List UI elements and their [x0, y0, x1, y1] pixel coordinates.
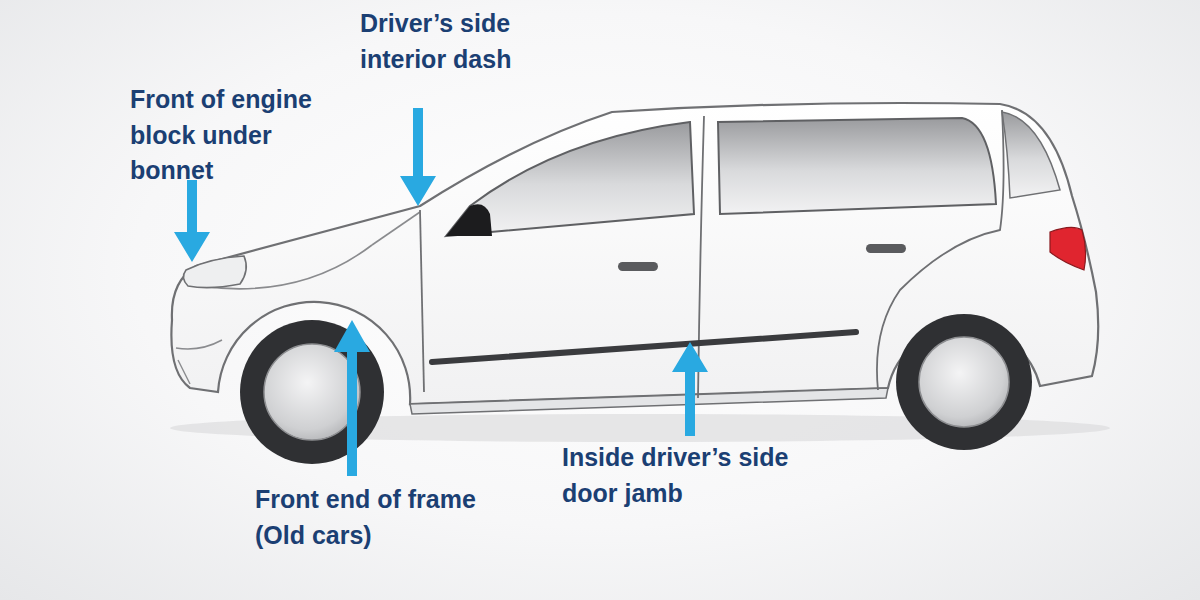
- pointer-arrow: [174, 180, 210, 262]
- b-pillar-line: [698, 116, 704, 398]
- door-handle: [866, 244, 906, 253]
- pointer-arrow: [400, 108, 436, 206]
- rear-tyre: [896, 314, 1032, 450]
- front-rim: [264, 344, 360, 440]
- rear-window: [718, 118, 996, 214]
- callout-label: Front end of frame (Old cars): [255, 482, 485, 553]
- bonnet-line: [372, 212, 420, 245]
- door-handle: [618, 262, 658, 271]
- bumper-line: [176, 340, 222, 349]
- rear-glass: [1002, 112, 1060, 198]
- front-window: [446, 122, 694, 236]
- pointer-arrows: [174, 108, 708, 476]
- fog-light: [178, 360, 190, 384]
- mirror-quarter: [446, 204, 492, 236]
- pointer-arrow: [334, 320, 370, 476]
- callout-label: Front of engine block under bonnet: [130, 82, 350, 189]
- callout-label: Inside driver’s side door jamb: [562, 440, 842, 511]
- headlight: [183, 256, 246, 288]
- front-door-line: [420, 210, 424, 392]
- side-molding: [432, 332, 856, 362]
- callout-label: Driver’s side interior dash: [360, 6, 550, 77]
- rear-rim: [919, 337, 1009, 427]
- side-sill: [410, 388, 888, 414]
- pointer-arrow: [672, 342, 708, 436]
- tail-light: [1050, 227, 1086, 270]
